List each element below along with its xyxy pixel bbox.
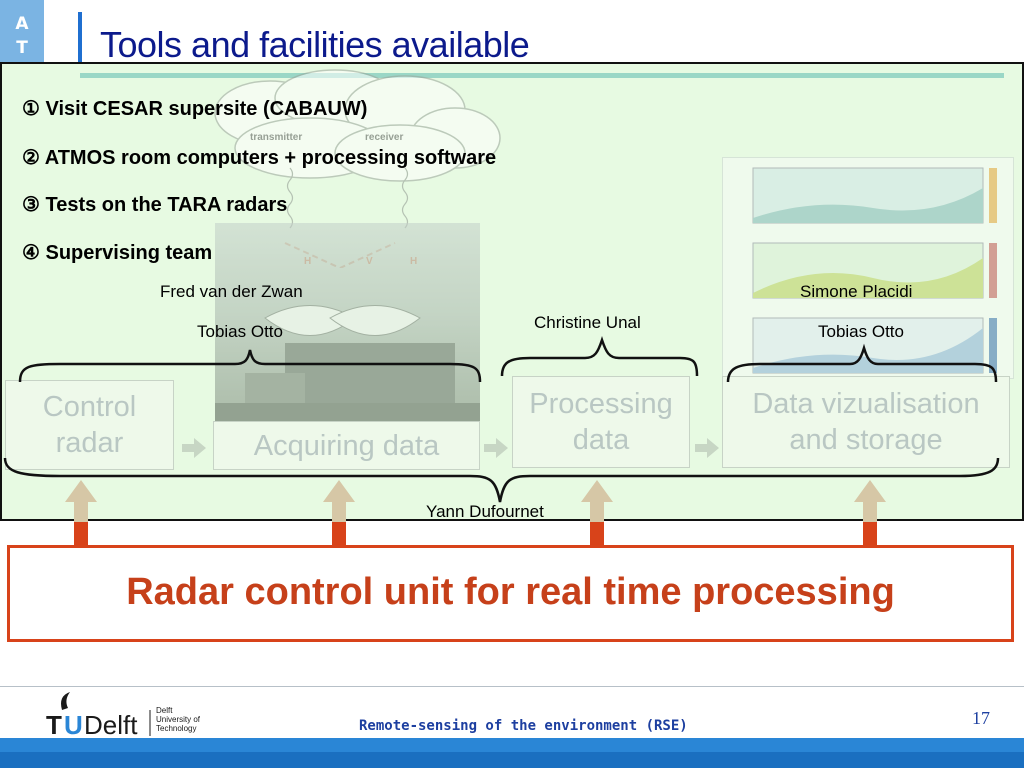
person-fred: Fred van der Zwan [160,282,303,301]
stage-label: Data vizualisation [752,388,980,420]
stage-processing-data: Processing data [512,376,690,468]
person-tobias-left: Tobias Otto [197,322,283,341]
up-arrows [65,480,886,548]
stage-label: and storage [789,424,943,456]
stage-label: Control [42,391,137,423]
title-underline [80,73,1004,78]
radar-photo [215,223,480,421]
side-tab-letter: A [15,14,29,34]
list-item-cesar-visit: ① Visit CESAR supersite (CABAUW) [22,98,368,120]
tudelft-logo: T U Delft Delft University of Technology [44,690,214,740]
logo-text: University of [156,715,201,724]
page-title: Tools and facilities available [100,24,530,65]
person-christine: Christine Unal [534,313,641,332]
footer-bar-stripe [0,752,1024,768]
title-accent-bar [78,12,82,102]
flow-arrow-icon [182,438,206,458]
svg-text:Delft: Delft [84,710,138,740]
footer-caption: Remote-sensing of the environment (RSE) [359,718,688,734]
control-unit-box [7,545,1014,642]
list-item-atmos-room: ② ATMOS room computers + processing soft… [22,147,497,169]
stage-acquiring-data: Acquiring data [213,421,480,470]
logo-text: Delft [156,706,173,715]
flow-arrow-icon [695,438,719,458]
flow-arrow-icon [484,438,508,458]
footer-divider [0,686,1024,687]
slide-number: 17 [972,708,990,728]
stage-label: radar [55,427,124,459]
team-braces [3,336,1000,503]
radar-data-plot [722,157,1014,379]
cloud-diagram: transmitter receiver H V H [214,69,501,268]
stage-label: Acquiring data [253,429,440,462]
receiver-label: receiver [365,132,403,143]
person-tobias-right: Tobias Otto [818,322,904,341]
transmitter-label: transmitter [250,132,302,143]
svg-text:T: T [46,710,62,740]
person-simone: Simone Placidi [800,282,913,301]
svg-text:U: U [64,710,83,740]
stage-control-radar: Control radar [5,380,174,470]
stage-label: Processing [529,388,673,420]
stage-data-visualisation: Data vizualisation and storage [722,376,1010,468]
stage-label: data [572,424,630,456]
list-item-tara-tests: ③ Tests on the TARA radars [22,194,288,216]
side-tab-letter: T [16,38,28,58]
control-unit-label: Radar control unit for real time process… [126,571,895,613]
list-item-supervising-team: ④ Supervising team [22,242,213,264]
logo-text: Technology [156,724,197,733]
person-yann: Yann Dufournet [426,502,544,521]
